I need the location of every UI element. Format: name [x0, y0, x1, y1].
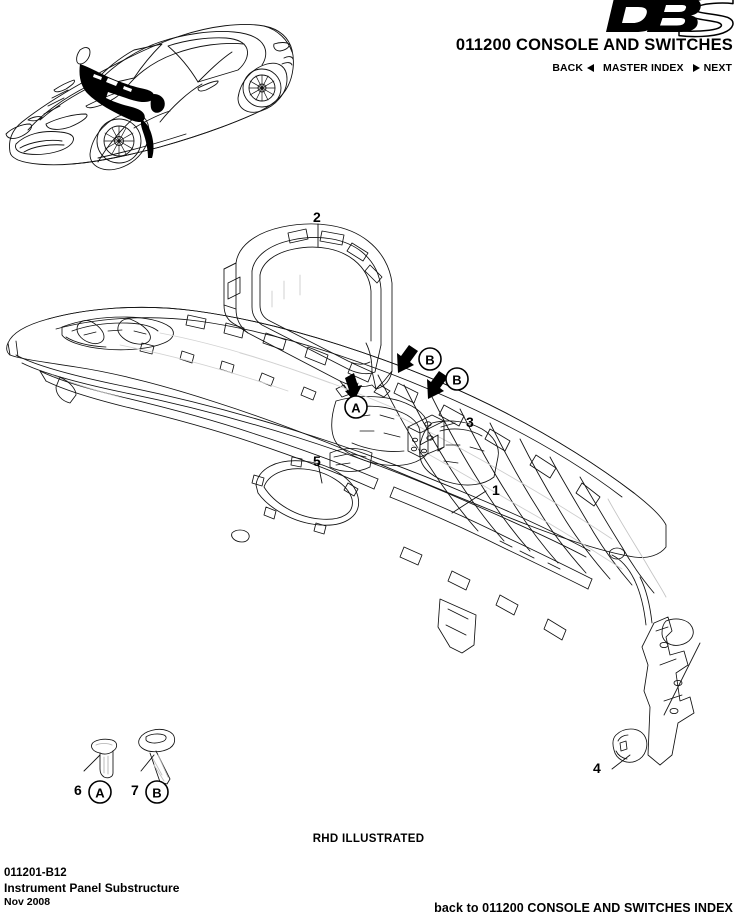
assembly-arrows — [345, 345, 448, 401]
dbs-logo — [606, 0, 734, 38]
page-title: 011200 CONSOLE AND SWITCHES — [455, 36, 733, 54]
arrow-b-bracket-icon — [427, 371, 448, 399]
part-panel-detail-5 — [329, 448, 373, 472]
arrow-a-icon — [345, 373, 362, 401]
circled-markers: A B B A B — [88, 347, 469, 804]
part-fastener-bolt-6 — [91, 738, 118, 779]
svg-text:B: B — [425, 353, 434, 368]
part-instrument-panel-substructure — [6, 306, 667, 654]
triangle-right-icon — [692, 64, 700, 72]
rhd-illustrated-caption: RHD ILLUSTRATED — [312, 833, 425, 845]
part-blanking-grommet-4 — [612, 728, 648, 763]
callout-label-6: 6 — [74, 782, 82, 798]
marker-circle-b-binnacle: B — [418, 347, 442, 371]
svg-text:B: B — [452, 373, 461, 388]
navigation-bar: BACK MASTER INDEX NEXT — [552, 62, 732, 74]
callout-label-5: 5 — [313, 453, 321, 469]
exploded-parts-diagram: A B B A B — [6, 223, 701, 804]
marker-circle-a-assembly: A — [344, 395, 368, 419]
footer-subtitle: Instrument Panel Substructure — [4, 880, 180, 895]
callout-label-4: 4 — [593, 760, 601, 776]
callout-label-2: 2 — [313, 209, 321, 225]
thumbnail-highlight-instrument-panel — [79, 64, 165, 158]
nav-next-button[interactable]: NEXT — [692, 62, 732, 74]
part-mounting-bracket — [407, 414, 445, 458]
arrow-b-upper-icon — [397, 345, 418, 373]
triangle-left-icon — [587, 64, 595, 72]
marker-circle-b-bracket: B — [445, 367, 469, 391]
nav-master-index-label: MASTER INDEX — [603, 62, 684, 74]
svg-text:A: A — [95, 786, 105, 801]
nav-master-index-button[interactable]: MASTER INDEX — [603, 62, 684, 74]
footer-left-block: 011201-B12 Instrument Panel Substructure… — [4, 866, 179, 910]
part-right-side-bracket — [609, 547, 701, 766]
footer-part-code: 011201-B12 — [4, 867, 67, 879]
svg-text:A: A — [351, 401, 361, 416]
callout-leader-lines — [83, 223, 631, 772]
nav-next-label: NEXT — [703, 62, 732, 74]
part-instrument-binnacle — [223, 223, 393, 398]
part-fastener-screw-7 — [138, 728, 176, 785]
nav-back-button[interactable]: BACK — [552, 62, 595, 74]
callout-label-1: 1 — [492, 482, 500, 498]
nav-back-label: BACK — [552, 62, 584, 74]
footer-date: Nov 2008 — [4, 896, 51, 909]
svg-text:B: B — [152, 786, 161, 801]
vehicle-thumbnail — [5, 24, 294, 171]
marker-circle-b-fastener: B — [145, 780, 169, 804]
callout-label-3: 3 — [466, 414, 474, 430]
footer-index-link[interactable]: back to 011200 CONSOLE AND SWITCHES INDE… — [434, 901, 733, 915]
callout-label-7: 7 — [131, 782, 139, 798]
marker-circle-a-fastener: A — [88, 780, 112, 804]
